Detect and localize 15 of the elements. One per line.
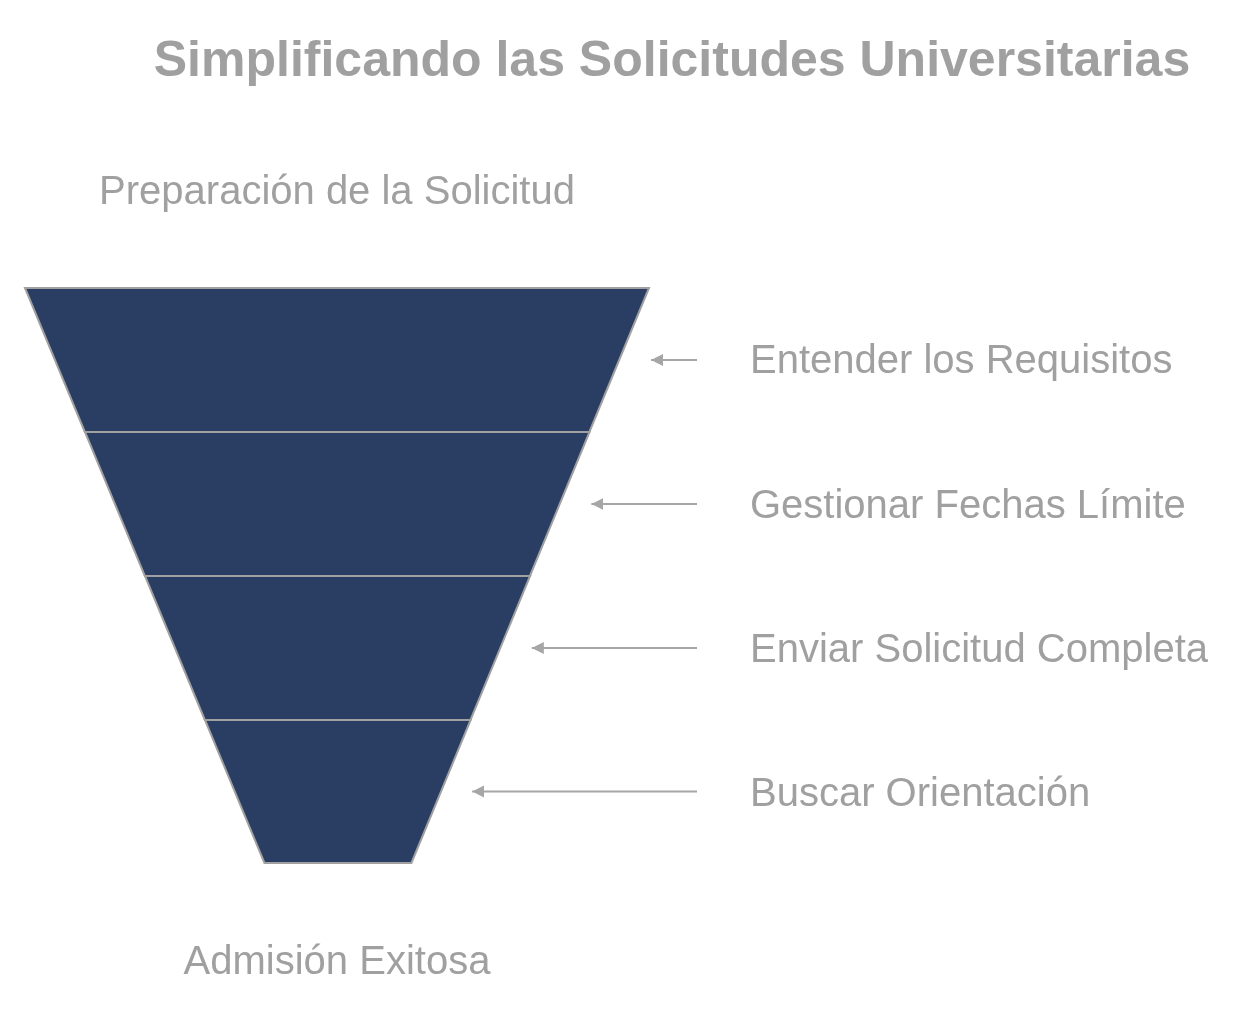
arrow: [590, 498, 698, 510]
funnel-segment: [24, 287, 650, 433]
funnel-segment: [203, 719, 472, 864]
diagram-title: Simplificando las Solicitudes Universitarias: [153, 31, 1191, 89]
funnel-bottom-label: Admisión Exitosa: [183, 937, 491, 984]
arrow: [530, 642, 698, 654]
funnel-segment: [83, 431, 591, 577]
arrow: [471, 785, 698, 798]
step-label: Buscar Orientación: [750, 768, 1091, 816]
arrow: [650, 354, 698, 366]
step-label: Gestionar Fechas Límite: [750, 480, 1186, 528]
funnel-segment: [143, 575, 531, 721]
step-label: Enviar Solicitud Completa: [750, 624, 1208, 672]
funnel-top-label: Preparación de la Solicitud: [99, 167, 575, 214]
step-label: Entender los Requisitos: [750, 335, 1173, 383]
